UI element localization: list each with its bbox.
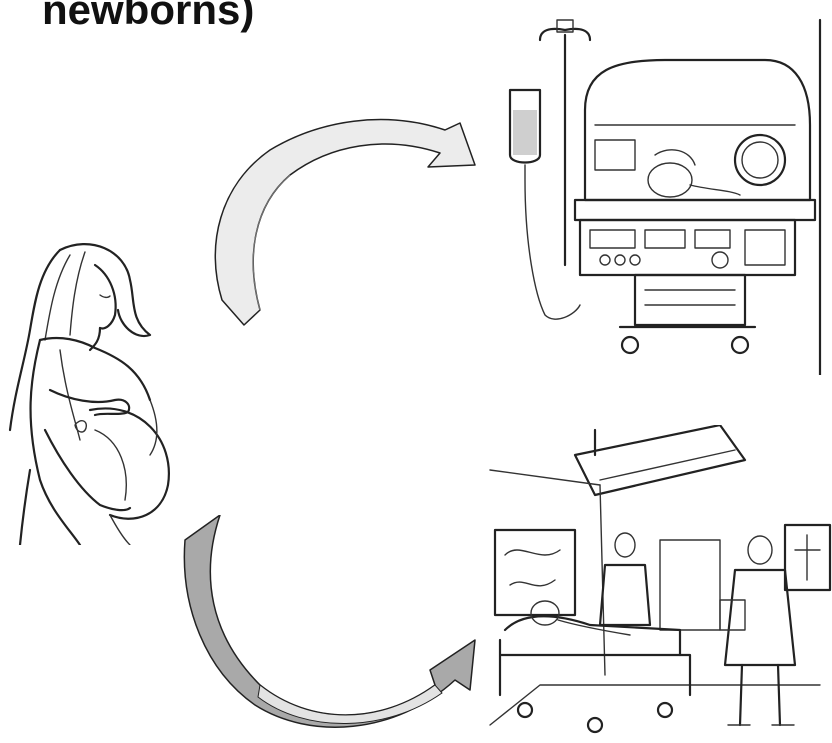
neonatal-incubator-illustration: [495, 15, 830, 375]
page-title: newborns): [42, 0, 254, 34]
lower-curved-arrow: [180, 515, 500, 740]
pregnant-woman-illustration: [0, 240, 175, 545]
upper-curved-arrow: [200, 95, 500, 330]
hospital-room-illustration: [480, 425, 832, 743]
